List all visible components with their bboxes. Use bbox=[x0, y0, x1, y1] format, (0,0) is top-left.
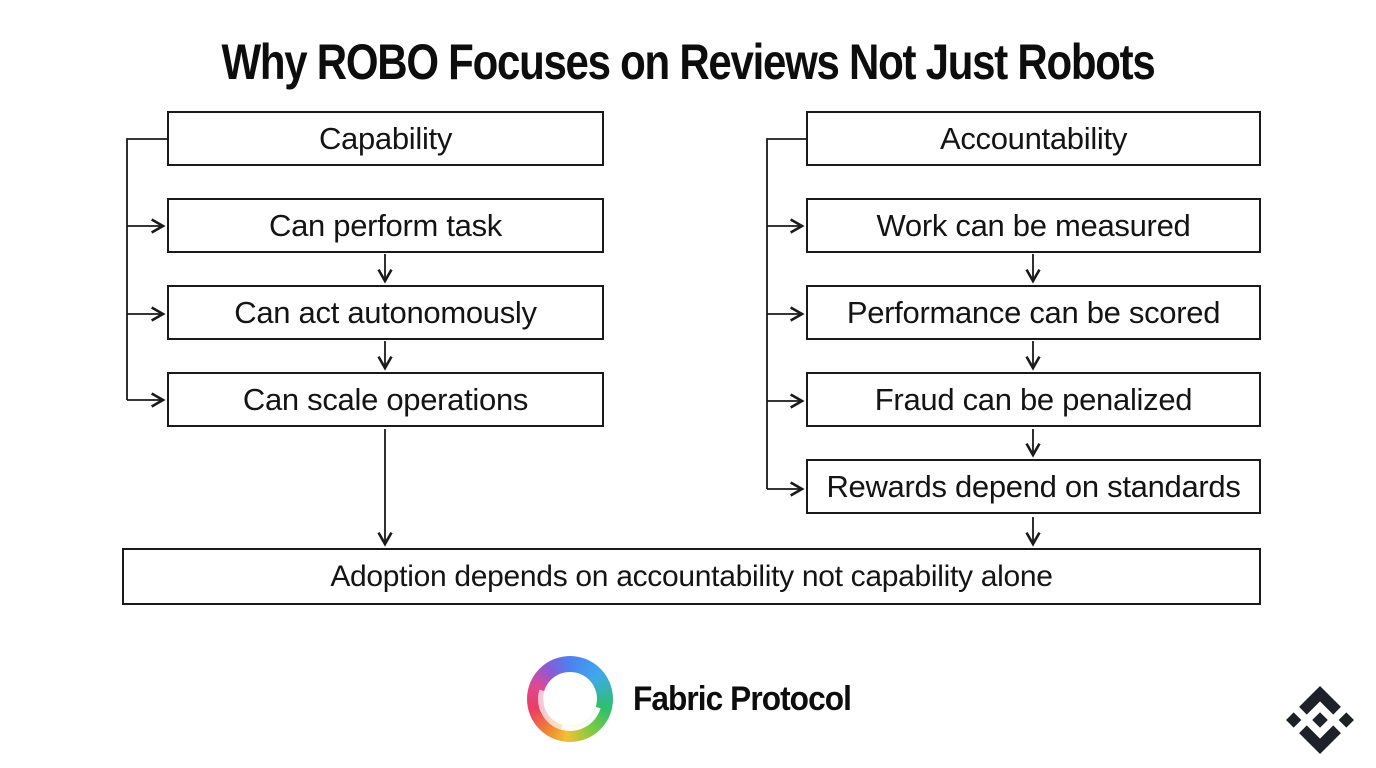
node-work-can-be-measured: Work can be measured bbox=[806, 198, 1261, 253]
node-fraud-can-be-penalized: Fraud can be penalized bbox=[806, 372, 1261, 427]
node-can-perform-task: Can perform task bbox=[167, 198, 604, 253]
node-can-scale-operations: Can scale operations bbox=[167, 372, 604, 427]
binance-diamond-logo-icon bbox=[1286, 686, 1354, 754]
brand-name: Fabric Protocol bbox=[633, 679, 852, 718]
left-bracket bbox=[126, 138, 167, 408]
fabric-ring-logo-icon bbox=[526, 655, 614, 743]
ring-highlight bbox=[526, 655, 614, 743]
node-conclusion: Adoption depends on accountability not c… bbox=[122, 548, 1261, 605]
right-bracket bbox=[766, 138, 806, 497]
page-title: Why ROBO Focuses on Reviews Not Just Rob… bbox=[221, 34, 1156, 90]
node-capability: Capability bbox=[167, 111, 604, 166]
node-performance-can-be-scored: Performance can be scored bbox=[806, 285, 1261, 340]
node-rewards-depend-on-standards: Rewards depend on standards bbox=[806, 459, 1261, 514]
node-accountability: Accountability bbox=[806, 111, 1261, 166]
footer-branding: Fabric Protocol bbox=[526, 655, 867, 743]
node-can-act-autonomously: Can act autonomously bbox=[167, 285, 604, 340]
